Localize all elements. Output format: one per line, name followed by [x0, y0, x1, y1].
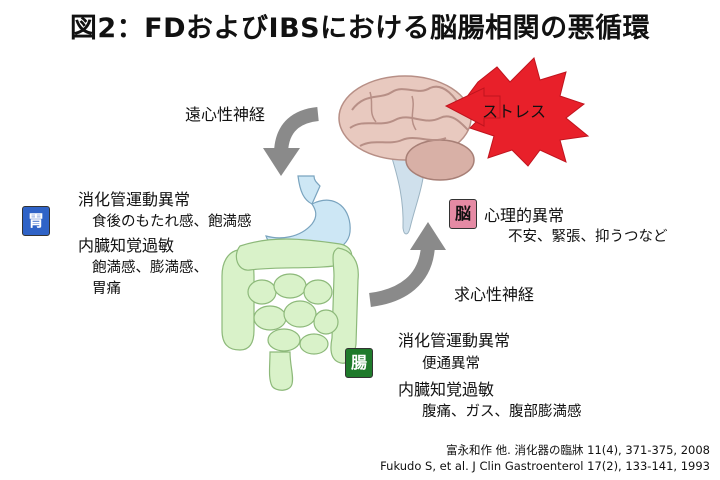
- stomach-motility-detail: 食後のもたれ感、飽満感: [92, 214, 252, 230]
- afferent-arrowhead: [410, 222, 446, 250]
- efferent-arrow: [274, 107, 319, 153]
- figure-title: 図2：FDおよびIBSにおける脳腸相関の悪循環: [69, 13, 651, 44]
- stress-starburst: [465, 57, 590, 167]
- afferent-arrow: [368, 245, 435, 307]
- intestine-hyper-detail: 腹痛、ガス、腹部膨満感: [422, 404, 582, 420]
- stress-arrowhead: [444, 87, 501, 127]
- afferent-nerve-label: 求心性神経: [454, 285, 535, 304]
- intestine-motility-heading: 消化管運動異常: [398, 331, 511, 350]
- stomach-motility-heading: 消化管運動異常: [78, 190, 191, 209]
- brain-illustration: [338, 75, 475, 235]
- stomach-hypersensitivity-heading: 内臓知覚過敏: [78, 236, 175, 255]
- intestine-hypersensitivity-heading: 内臓知覚過敏: [398, 380, 495, 399]
- brain-details: 不安、緊張、抑うつなど: [508, 229, 668, 245]
- brain-heading: 心理的異常: [484, 206, 565, 225]
- reference-1: 富永和作 他. 消化器の臨牀 11(4), 371-375, 2008: [446, 443, 710, 457]
- efferent-arrowhead: [263, 148, 300, 176]
- reference-2: Fukudo S, et al. J Clin Gastroenterol 17…: [380, 459, 710, 473]
- stomach-badge: 胃: [22, 206, 50, 236]
- efferent-nerve-label: 遠心性神経: [185, 105, 266, 124]
- intestine-illustration: [221, 238, 359, 391]
- stress-label: ストレス: [482, 102, 547, 121]
- brain-badge: 脳: [449, 199, 477, 229]
- intestine-motility-detail: 便通異常: [422, 356, 480, 372]
- stomach-hyper-detail-1: 飽満感、膨満感、: [92, 260, 208, 276]
- intestine-badge: 腸: [345, 348, 373, 378]
- stomach-hyper-detail-2: 胃痛: [92, 281, 121, 297]
